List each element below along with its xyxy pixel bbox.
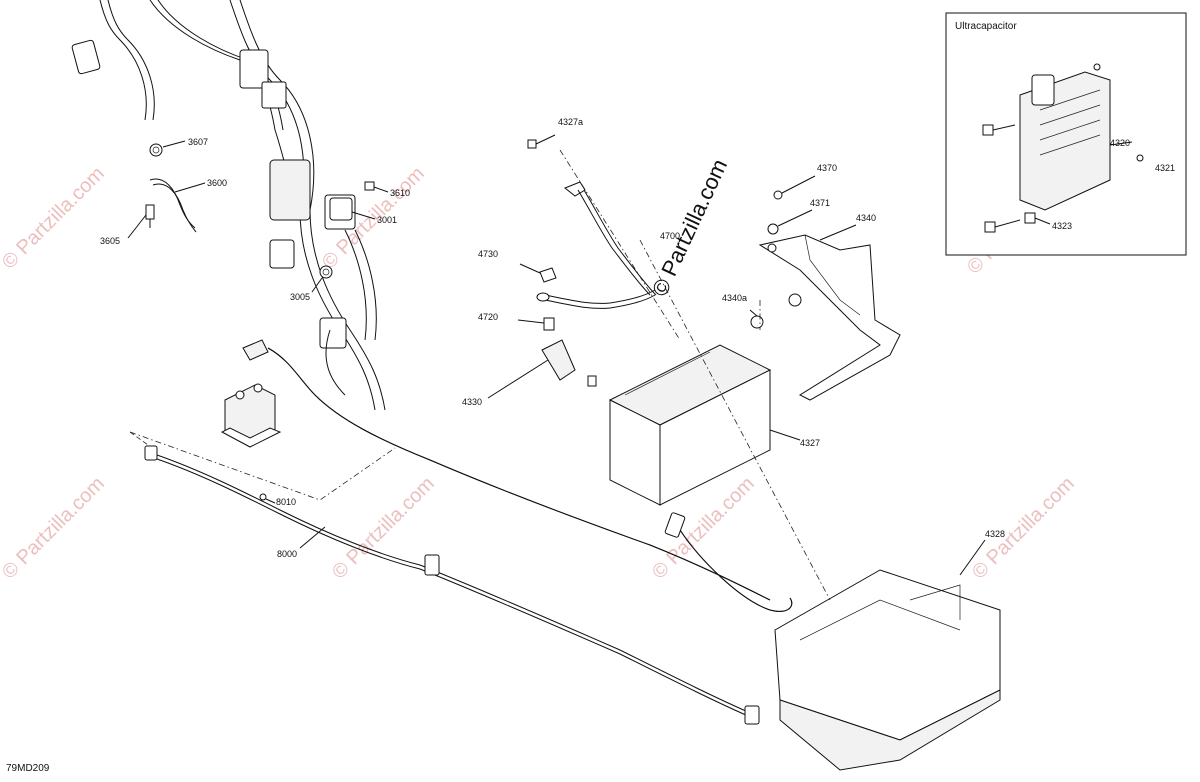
battery: [608, 344, 801, 506]
callout-4328: 4328: [985, 529, 1005, 539]
callout-3001: 3001: [377, 215, 397, 225]
callout-4700: 4700: [660, 231, 680, 241]
wiring-harness: [71, 0, 386, 411]
callout-4321: 4321: [1155, 163, 1175, 173]
callout-8000: 8000: [277, 549, 297, 559]
callout-3600: 3600: [207, 178, 227, 188]
watermark-layer: © Partzilla.com © Partzilla.com © Partzi…: [0, 163, 1079, 584]
brand-watermark: © Partzilla.com: [647, 155, 732, 300]
reference-line-battery: [639, 239, 831, 601]
watermark-text: © Partzilla.com: [328, 473, 439, 584]
callout-4327: 4327: [800, 438, 820, 448]
callout-4330: 4330: [462, 397, 482, 407]
harness-fasteners: [311, 181, 389, 293]
diagram-reference-code: 79MD209: [6, 763, 50, 774]
callout-3610: 3610: [390, 188, 410, 198]
watermark-text: © Partzilla.com: [0, 163, 109, 274]
watermark-text: © Partzilla.com: [0, 473, 109, 584]
ultracapacitor-inset: Ultracapacitor: [945, 12, 1187, 256]
solenoid-and-main-cable: [220, 339, 793, 612]
inset-title: Ultracapacitor: [955, 21, 1017, 32]
callout-4320: 4320: [1110, 138, 1130, 148]
ground-cable-assembly: [127, 140, 206, 239]
callout-3607: 3607: [188, 137, 208, 147]
callout-3005: 3005: [290, 292, 310, 302]
callout-4371: 4371: [810, 198, 830, 208]
callout-4370: 4370: [817, 163, 837, 173]
callout-8010: 8010: [276, 497, 296, 507]
callout-4340a: 4340a: [722, 293, 747, 303]
callout-4720: 4720: [478, 312, 498, 322]
callout-4323: 4323: [1052, 221, 1072, 231]
callout-labels: 3607 3600 3605 3610 3001 3005 4327a 4370…: [100, 117, 1175, 559]
callout-3605: 3605: [100, 236, 120, 246]
callout-4327a: 4327a: [558, 117, 583, 127]
reference-lines-left: [129, 431, 396, 501]
battery-bracket: [749, 175, 901, 401]
battery-cover: [774, 539, 1001, 771]
callout-4730: 4730: [478, 249, 498, 259]
sensor-wire: [144, 445, 760, 725]
battery-cable-assembly: [487, 134, 681, 399]
callout-4340: 4340: [856, 213, 876, 223]
